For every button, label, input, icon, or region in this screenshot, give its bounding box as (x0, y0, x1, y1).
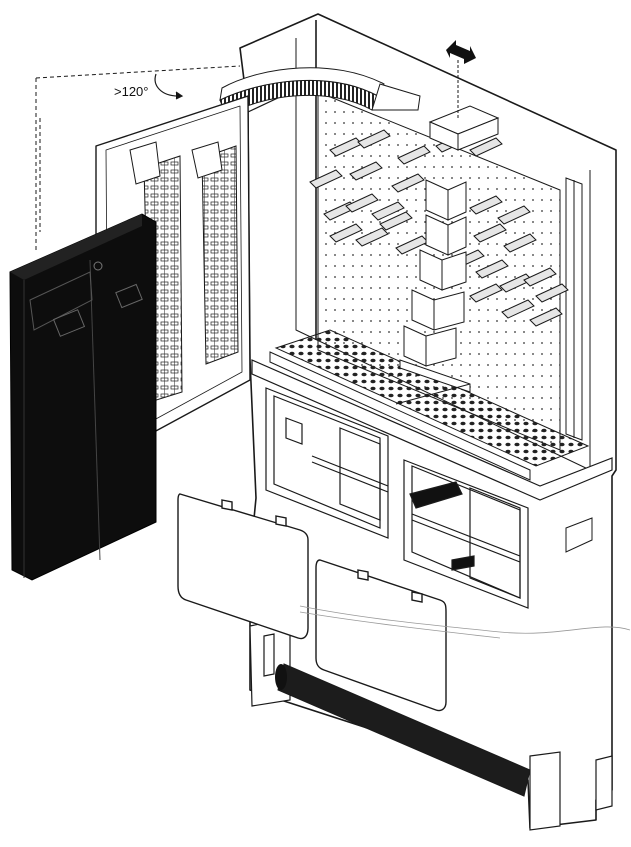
cable-support-bar (275, 663, 531, 797)
double-arrow-icon (446, 40, 476, 64)
lower-compartment-right (403, 459, 529, 609)
right-side-rail (565, 177, 583, 441)
terminal-strip-right (191, 141, 239, 365)
central-module-stack (403, 179, 467, 367)
divider-shelf (251, 359, 613, 501)
side-vent-slot (565, 517, 593, 553)
door-swing-dashed-outline (35, 65, 241, 250)
top-connector-block (428, 60, 500, 151)
cable-drag-chain (219, 67, 421, 117)
section-break-lines (299, 605, 631, 639)
opening-angle-label: >120° (114, 84, 148, 99)
lower-compartment-left (265, 387, 389, 539)
connector-blocks (309, 129, 569, 327)
removable-door-panel (9, 213, 157, 581)
floor-vent-plate (269, 329, 590, 481)
swing-angle-arc (154, 73, 184, 100)
cover-plate-right (315, 559, 447, 712)
cover-plate-left (177, 493, 309, 640)
